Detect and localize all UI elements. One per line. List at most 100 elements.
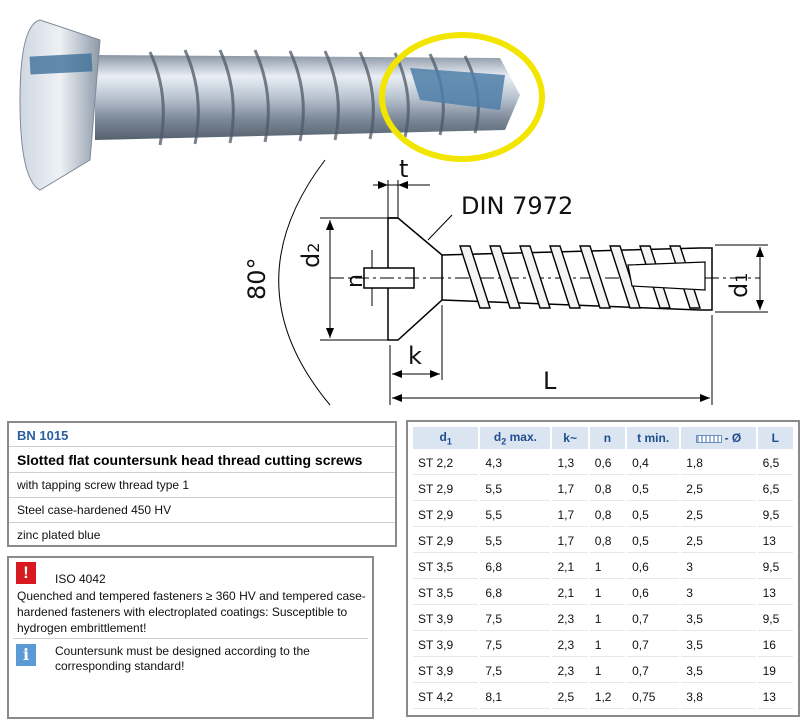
countersunk-note: Countersunk must be designed according t… — [55, 644, 310, 673]
dim-n-label: n — [343, 274, 368, 288]
cell-L: 19 — [757, 659, 793, 683]
cell-n: 1 — [589, 555, 626, 579]
product-name: Slotted flat countersunk head thread cut… — [9, 447, 395, 473]
cell-L: 13 — [757, 529, 793, 553]
cell-drill: 2,5 — [681, 529, 756, 553]
cell-drill: 2,5 — [681, 503, 756, 527]
cell-drill: 3 — [681, 555, 756, 579]
cell-k: 2,1 — [552, 555, 588, 579]
cell-n: 1 — [589, 607, 626, 631]
header-L: L — [757, 427, 793, 449]
product-property: zinc plated blue — [17, 528, 101, 542]
cell-d2: 5,5 — [480, 477, 551, 501]
cell-drill: 3,5 — [681, 607, 756, 631]
cell-drill: 2,5 — [681, 477, 756, 501]
header-drill-label: - Ø — [724, 431, 742, 445]
cell-t: 0,75 — [627, 685, 680, 709]
dim-d1-subscript: 1 — [732, 272, 751, 283]
cell-d1: ST 2,9 — [413, 477, 479, 501]
warning-icon: ! — [16, 562, 36, 584]
header-d2: d2 max. — [480, 427, 551, 449]
cell-k: 1,7 — [552, 503, 588, 527]
cell-d1: ST 2,9 — [413, 529, 479, 553]
cell-d1: ST 3,9 — [413, 659, 479, 683]
standard-label: DIN 7972 — [461, 192, 574, 220]
cell-n: 1 — [589, 581, 626, 605]
cell-n: 0,8 — [589, 529, 626, 553]
table-header-row: d1 d2 max. k~ n t min. - Ø L — [413, 427, 793, 449]
dim-d2-letter: d — [297, 252, 325, 268]
cell-d1: ST 2,9 — [413, 503, 479, 527]
cell-drill: 1,8 — [681, 451, 756, 475]
cell-n: 0,8 — [589, 503, 626, 527]
cell-drill: 3,5 — [681, 659, 756, 683]
cell-d2: 6,8 — [480, 555, 551, 579]
cell-d2: 5,5 — [480, 529, 551, 553]
product-property: with tapping screw thread type 1 — [9, 473, 395, 498]
header-n: n — [589, 427, 626, 449]
cell-t: 0,5 — [627, 529, 680, 553]
header-drill: - Ø — [681, 427, 756, 449]
cell-d2: 8,1 — [480, 685, 551, 709]
dim-d2-subscript: 2 — [304, 242, 323, 253]
dim-d2-label: d2 — [297, 243, 325, 268]
cell-k: 2,5 — [552, 685, 588, 709]
cell-L: 16 — [757, 633, 793, 657]
cell-L: 9,5 — [757, 555, 793, 579]
cell-k: 2,3 — [552, 633, 588, 657]
iso-note: ISO 4042 — [55, 572, 106, 586]
cell-t: 0,7 — [627, 659, 680, 683]
screw-photo — [19, 19, 545, 191]
technical-drawing — [278, 159, 768, 406]
cell-d2: 7,5 — [480, 659, 551, 683]
product-info-box: BN 1015 Slotted flat countersunk head th… — [7, 421, 397, 547]
cell-t: 0,7 — [627, 633, 680, 657]
cell-n: 1 — [589, 633, 626, 657]
cell-d1: ST 3,9 — [413, 607, 479, 631]
dim-t-label: t — [399, 155, 409, 183]
cell-n: 0,6 — [589, 451, 626, 475]
cell-k: 1,3 — [552, 451, 588, 475]
cell-L: 6,5 — [757, 477, 793, 501]
dim-k-label: k — [408, 342, 422, 370]
cell-L: 9,5 — [757, 503, 793, 527]
cell-drill: 3,5 — [681, 633, 756, 657]
cell-k: 2,3 — [552, 607, 588, 631]
cell-d1: ST 3,5 — [413, 555, 479, 579]
cell-d1: ST 3,9 — [413, 633, 479, 657]
cell-drill: 3 — [681, 581, 756, 605]
header-t: t min. — [627, 427, 680, 449]
dim-d1-letter: d — [725, 282, 753, 298]
cell-d1: ST 4,2 — [413, 685, 479, 709]
product-code: BN 1015 — [9, 423, 395, 447]
cell-k: 2,3 — [552, 659, 588, 683]
cell-drill: 3,8 — [681, 685, 756, 709]
cell-t: 0,6 — [627, 581, 680, 605]
cell-L: 13 — [757, 581, 793, 605]
cell-n: 1,2 — [589, 685, 626, 709]
dim-d1-label: d1 — [725, 273, 753, 298]
cell-k: 2,1 — [552, 581, 588, 605]
dim-angle-label: 80° — [243, 257, 271, 300]
cell-L: 13 — [757, 685, 793, 709]
cell-n: 0,8 — [589, 477, 626, 501]
notes-divider — [13, 638, 368, 639]
header-k: k~ — [552, 427, 588, 449]
cell-t: 0,5 — [627, 503, 680, 527]
cell-t: 0,4 — [627, 451, 680, 475]
header-d1: d1 — [413, 427, 479, 449]
info-icon: i — [16, 644, 36, 666]
cell-d2: 6,8 — [480, 581, 551, 605]
